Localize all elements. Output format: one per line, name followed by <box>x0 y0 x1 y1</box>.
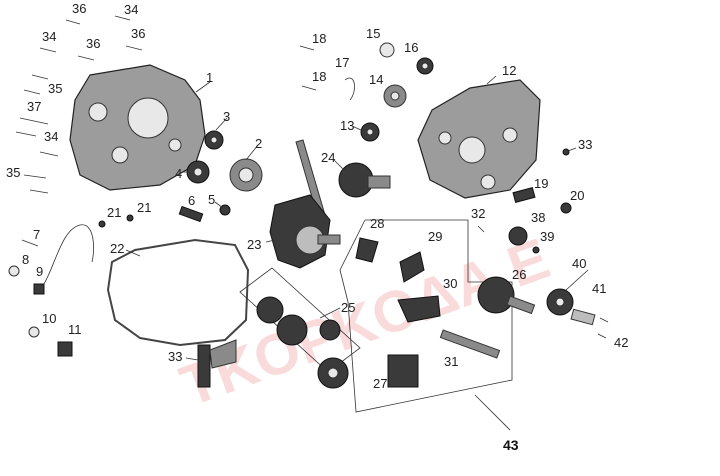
right-crankcase <box>417 79 541 199</box>
callout-labels: 1 2 3 4 5 6 7 8 9 10 11 12 13 14 15 16 1… <box>6 1 628 453</box>
primary-gear <box>338 162 391 198</box>
callout-11: 11 <box>68 322 82 337</box>
callout-3: 3 <box>223 109 230 124</box>
callout-29: 29 <box>428 229 442 244</box>
callout-23: 23 <box>247 237 261 252</box>
left-bolts <box>15 15 143 194</box>
callout-12: 12 <box>502 63 516 78</box>
callout-36c: 36 <box>131 26 145 41</box>
callout-20: 20 <box>570 188 584 203</box>
callout-32: 32 <box>471 206 485 221</box>
gear-set <box>239 267 361 389</box>
leader-lines <box>125 75 589 361</box>
callout-31: 31 <box>444 354 458 369</box>
callout-16: 16 <box>404 40 418 55</box>
crankshaft <box>269 139 341 269</box>
callout-14: 14 <box>369 72 383 87</box>
callout-9: 9 <box>36 264 43 279</box>
callout-28: 28 <box>370 216 384 231</box>
left-crankcase <box>69 64 206 191</box>
callout-21b: 21 <box>137 200 151 215</box>
drive-sprocket <box>546 288 609 339</box>
callout-10: 10 <box>42 311 56 326</box>
callout-33a: 33 <box>578 137 592 152</box>
callout-26: 26 <box>512 267 526 282</box>
left-small-parts <box>8 214 134 357</box>
callout-19: 19 <box>534 176 548 191</box>
callout-34a: 34 <box>124 2 138 17</box>
callout-42: 42 <box>614 335 628 350</box>
right-small-parts <box>477 148 572 254</box>
callout-33b: 33 <box>168 349 182 364</box>
callout-37: 37 <box>27 99 41 114</box>
callout-2: 2 <box>255 136 262 151</box>
callout-41: 41 <box>592 281 606 296</box>
callout-40: 40 <box>572 256 586 271</box>
callout-4: 4 <box>175 166 182 181</box>
shift-lever <box>197 339 237 388</box>
left-bearings <box>178 130 263 223</box>
callout-39: 39 <box>540 229 554 244</box>
callout-35a: 35 <box>48 81 62 96</box>
callout-18b: 18 <box>312 69 326 84</box>
transmission-group <box>339 219 536 431</box>
callout-22: 22 <box>110 241 124 256</box>
callout-38: 38 <box>531 210 545 225</box>
callout-34c: 34 <box>44 129 58 144</box>
callout-34b: 34 <box>42 29 56 44</box>
right-bearings <box>299 42 434 142</box>
callout-24: 24 <box>321 150 335 165</box>
callout-15: 15 <box>366 26 380 41</box>
callout-1: 1 <box>206 70 213 85</box>
callout-27: 27 <box>373 376 387 391</box>
callout-35b: 35 <box>6 165 20 180</box>
callout-13: 13 <box>340 118 354 133</box>
callout-21a: 21 <box>107 205 121 220</box>
callout-6: 6 <box>188 193 195 208</box>
callout-8: 8 <box>22 252 29 267</box>
callout-36a: 36 <box>72 1 86 16</box>
callout-36b: 36 <box>86 36 100 51</box>
callout-43: 43 <box>503 437 519 453</box>
callout-25: 25 <box>341 300 355 315</box>
callout-17: 17 <box>335 55 349 70</box>
crankcase-gasket <box>106 238 250 347</box>
callout-18a: 18 <box>312 31 326 46</box>
callout-7: 7 <box>33 227 40 242</box>
callout-5: 5 <box>208 192 215 207</box>
callout-30: 30 <box>443 276 457 291</box>
